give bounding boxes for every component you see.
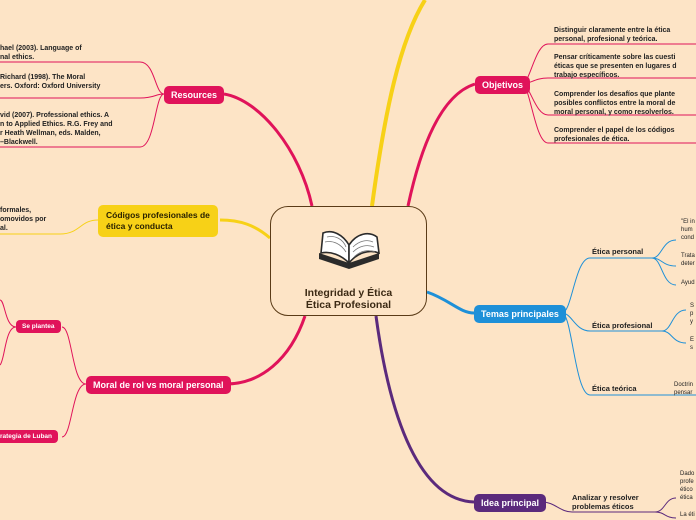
central-title-line1: Integridad y Ética	[304, 287, 393, 299]
subtopic-etica-personal[interactable]: Ética personal	[592, 247, 644, 256]
branch-objetivos	[406, 82, 476, 207]
topic-resources[interactable]: Resources	[164, 86, 225, 104]
topic-objetivos[interactable]: Objetivos	[475, 76, 531, 94]
subtopic-se-plantea[interactable]: Se plantea	[16, 320, 61, 333]
branch-moral	[225, 315, 307, 386]
branch-yellow-top	[370, 0, 427, 207]
branch-temas	[426, 290, 475, 315]
central-title-line2: Ética Profesional	[305, 299, 392, 311]
branch-resources	[223, 92, 314, 207]
topic-moral-rol[interactable]: Moral de rol vs moral personal	[86, 376, 231, 394]
subtopic-estrategia-luban[interactable]: rategia de Luban	[0, 430, 59, 443]
open-book-icon	[319, 230, 380, 269]
subtopic-etica-teorica[interactable]: Ética teórica	[592, 384, 637, 393]
branch-codigos	[219, 218, 271, 240]
note-etica-personal-3[interactable]: Ayud	[681, 280, 695, 286]
central-topic[interactable]: Integridad y Ética Ética Profesional	[270, 206, 427, 316]
subtopic-etica-profesional[interactable]: Ética profesional	[592, 321, 653, 330]
topic-temas-principales[interactable]: Temas principales	[474, 305, 566, 323]
central-title: Integridad y Ética Ética Profesional	[271, 287, 426, 311]
topic-idea-principal[interactable]: Idea principal	[474, 494, 547, 512]
branch-idea	[374, 315, 475, 504]
note-idea-2[interactable]: La éti	[680, 512, 695, 518]
